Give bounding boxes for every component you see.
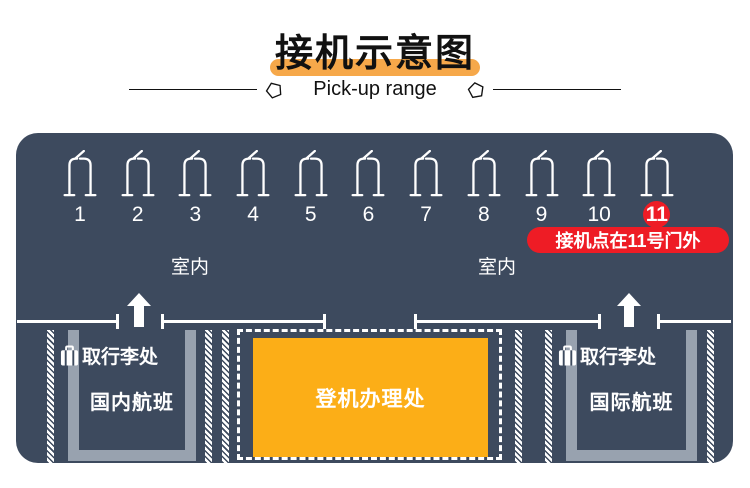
gate-number: 9 bbox=[535, 202, 548, 226]
gate-number: 4 bbox=[247, 202, 259, 226]
gate-number: 7 bbox=[420, 202, 432, 226]
gate-5: 5 bbox=[283, 150, 339, 228]
hatched-divider bbox=[707, 330, 714, 463]
gate-11-highlighted: 11 bbox=[629, 150, 685, 228]
door-icon bbox=[236, 150, 270, 197]
checkin-dashed-boundary bbox=[237, 329, 502, 460]
gate-number: 1 bbox=[74, 202, 86, 226]
hatched-divider bbox=[222, 330, 229, 463]
arrow-up-icon bbox=[617, 293, 641, 327]
range-tick bbox=[323, 314, 326, 329]
gate-3: 3 bbox=[167, 150, 223, 228]
pickup-point-badge: 接机点在11号门外 bbox=[527, 227, 729, 253]
luggage-icon bbox=[558, 344, 577, 365]
gate-4: 4 bbox=[225, 150, 281, 228]
indoor-label-right: 室内 bbox=[477, 257, 516, 278]
domestic-hall-wall bbox=[68, 330, 196, 461]
pentagon-icon bbox=[265, 82, 282, 99]
arrow-up-icon bbox=[127, 293, 151, 327]
range-tick bbox=[657, 314, 660, 329]
gate-6: 6 bbox=[340, 150, 396, 228]
domestic-flights-label: 国内航班 bbox=[90, 392, 174, 414]
range-line bbox=[162, 320, 325, 323]
hatched-divider bbox=[205, 330, 212, 463]
door-icon bbox=[63, 150, 97, 197]
door-icon bbox=[351, 150, 385, 197]
door-icon bbox=[409, 150, 443, 197]
door-icon bbox=[178, 150, 212, 197]
range-tick bbox=[116, 314, 119, 329]
indoor-label-left: 室内 bbox=[170, 257, 209, 278]
international-hall-wall bbox=[566, 330, 697, 461]
gate-1: 1 bbox=[52, 150, 108, 228]
luggage-icon bbox=[60, 344, 79, 365]
hatched-divider bbox=[515, 330, 522, 463]
baggage-claim-right: 取行李处 bbox=[558, 342, 656, 369]
range-tick bbox=[598, 314, 601, 329]
gate-number: 6 bbox=[362, 202, 375, 226]
terminal-map: 1 2 3 4 5 6 7 bbox=[16, 133, 733, 463]
range-tick bbox=[414, 314, 417, 329]
hatched-divider bbox=[545, 330, 552, 463]
gate-number: 5 bbox=[304, 202, 317, 226]
gate-number: 10 bbox=[587, 202, 611, 226]
gates-row: 1 2 3 4 5 6 7 bbox=[52, 150, 685, 228]
range-line bbox=[415, 320, 600, 323]
range-line bbox=[658, 320, 731, 323]
gate-10: 10 bbox=[571, 150, 627, 228]
checkin-area: 登机办理处 bbox=[253, 338, 488, 457]
door-icon bbox=[121, 150, 155, 197]
door-icon bbox=[467, 150, 501, 197]
gate-number: 3 bbox=[189, 202, 202, 226]
gate-8: 8 bbox=[456, 150, 512, 228]
baggage-claim-label: 取行李处 bbox=[82, 347, 159, 368]
international-flights-label: 国际航班 bbox=[589, 392, 674, 414]
hatched-divider bbox=[47, 330, 54, 463]
baggage-claim-left: 取行李处 bbox=[60, 342, 158, 369]
gate-7: 7 bbox=[398, 150, 454, 228]
gate-number: 8 bbox=[477, 202, 490, 226]
door-icon bbox=[582, 150, 616, 197]
baggage-claim-label: 取行李处 bbox=[580, 347, 657, 368]
divider-line-right bbox=[492, 89, 621, 90]
subtitle-text: Pick-up range bbox=[313, 78, 437, 100]
gate-number: 2 bbox=[131, 202, 144, 226]
door-icon bbox=[524, 150, 559, 197]
gate-number-highlighted: 11 bbox=[643, 201, 671, 228]
pentagon-icon bbox=[467, 81, 484, 98]
range-tick bbox=[161, 314, 164, 329]
door-icon bbox=[294, 150, 328, 197]
gate-2: 2 bbox=[110, 150, 166, 228]
door-icon bbox=[640, 150, 674, 197]
title-highlight: 接机示意图 bbox=[272, 33, 478, 75]
divider-line-left bbox=[129, 89, 258, 90]
gate-9: 9 bbox=[514, 150, 570, 228]
subtitle-row: Pick-up range bbox=[0, 78, 750, 101]
range-line bbox=[17, 320, 118, 323]
page-title: 接机示意图 bbox=[0, 22, 750, 77]
